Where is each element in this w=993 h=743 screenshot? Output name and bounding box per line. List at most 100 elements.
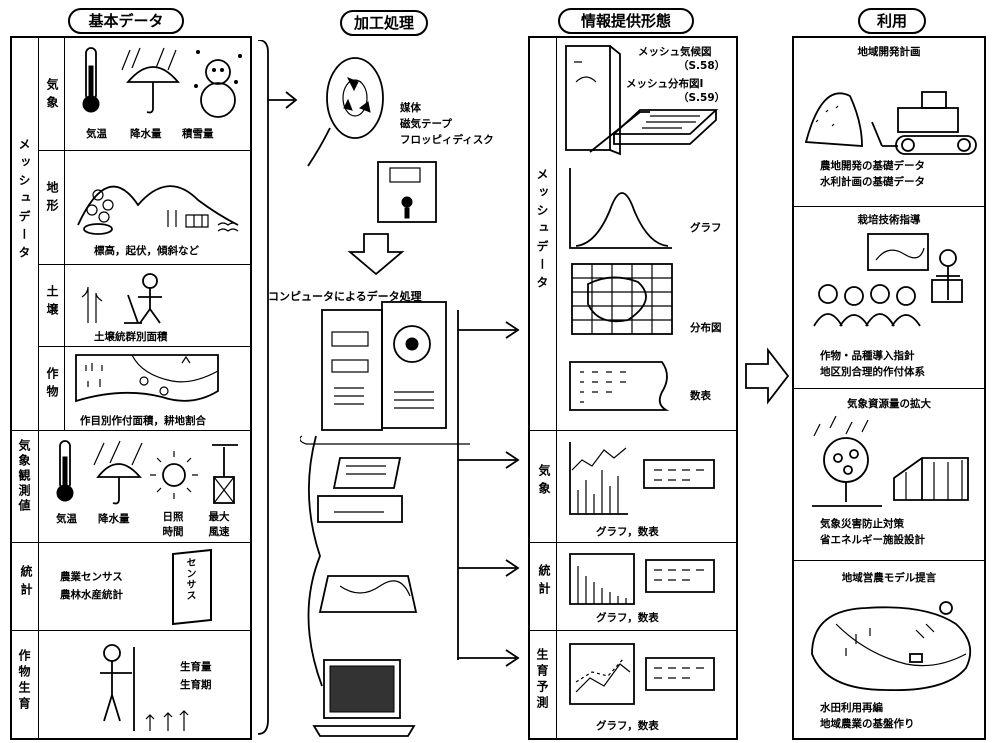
arrow-to-usage (744, 346, 790, 406)
tree-greenhouse-illustration (802, 416, 980, 512)
printer-icon (318, 458, 402, 522)
weather-graph-table (568, 440, 718, 516)
statistics-graph-table (568, 552, 718, 606)
usage-cultivation-title: 栽培技術指導 (794, 212, 984, 227)
usage-regional-farming-title: 地域営農モデル提言 (794, 570, 984, 585)
header-info-forms: 情報提供形態 (558, 8, 694, 34)
floppy-disk-icon (376, 160, 438, 226)
crop-growth-illustration (72, 641, 192, 735)
arrow-to-weather (458, 452, 518, 468)
usage-weather-res-line1: 気象災害防止対策 (820, 516, 904, 531)
basic-mesh-group: メッシュデータ (12, 38, 39, 430)
info-table-label: 数表 (690, 388, 711, 403)
header-usage: 利用 (858, 8, 926, 34)
weather-item-2: 積雪量 (182, 126, 214, 141)
header-basic-data: 基本データ (68, 8, 184, 34)
umbrella-icon (122, 48, 178, 113)
thermometer-icon (83, 48, 99, 112)
arrow-to-mesh (458, 322, 518, 338)
statistics-line2: 農林水産統計 (60, 587, 123, 602)
row-crop-category: 作物 (44, 367, 61, 403)
info-mesh-label: メッシュデータ (534, 168, 551, 294)
usage-weather-res-title: 気象資源量の拡大 (794, 396, 984, 411)
tape-reel-icon (300, 48, 400, 168)
bulldozer-illustration (802, 62, 978, 162)
arrow-to-processing (268, 92, 296, 108)
crop-map-illustration (72, 351, 222, 407)
row-soil: 土壌 土壌統群別面積 (38, 264, 250, 347)
wind-gauge-icon (212, 445, 238, 503)
weather-obs-item-1: 降水量 (98, 511, 130, 526)
weather-obs-item-2: 日照時間 (160, 509, 186, 539)
info-statistics-caption: グラフ，数表 (596, 610, 659, 625)
census-book-label: センサス (182, 556, 197, 602)
row-statistics: 統計 農業センサス 農林水産統計 センサス (12, 542, 250, 631)
crop-caption: 作目別作付面積，耕地割合 (80, 413, 206, 428)
weather-obs-item-0: 気温 (56, 511, 77, 526)
usage-cultivation-line2: 地区別合理的作付体系 (820, 364, 925, 379)
media-line2: 磁気テープ (400, 116, 452, 131)
basic-mesh-label: メッシュデータ (16, 138, 33, 264)
usage-regional-dev-line2: 水利計画の基礎データ (820, 174, 925, 189)
usage-regional-dev-line1: 農地開発の基礎データ (820, 158, 925, 173)
row-terrain-category: 地形 (44, 181, 61, 217)
monitor-icon (314, 660, 414, 736)
row-crop-growth-category: 作物生育 (16, 649, 33, 713)
regional-farm-map (806, 594, 978, 696)
info-statistics-category: 統計 (536, 564, 553, 600)
weather-illustration (68, 42, 248, 122)
classroom-illustration (808, 230, 978, 330)
mesh-weather-map: メッシュ気候図 (638, 44, 712, 59)
mesh-distribution-map-year: （S.59） (678, 90, 725, 105)
arrow-to-statistics (458, 560, 518, 576)
usage-cultivation-line1: 作物・品種導入指針 (820, 348, 915, 363)
mesh-distribution-map: メッシュ分布図Ⅰ (626, 76, 703, 91)
output-arrows (450, 300, 530, 680)
header-processing: 加工処理 (340, 10, 428, 36)
info-forms-panel: メッシュデータ メッシュ気候図 （S.58） メッシュ分布図Ⅰ （S.59） グ… (528, 36, 738, 740)
terrain-caption: 標高，起伏，傾斜など (94, 243, 199, 258)
row-weather-obs: 気象観測値 気温 降水量 日照時間 最大風速 (12, 430, 250, 543)
info-distribution-label: 分布図 (690, 320, 722, 335)
weather-item-1: 降水量 (130, 126, 162, 141)
usage-regional-farming-line2: 地域農業の基盤作り (820, 716, 915, 731)
row-soil-category: 土壌 (44, 285, 61, 321)
growth-graph-table (568, 642, 718, 708)
info-weather-category: 気象 (536, 464, 553, 500)
info-weather-caption: グラフ，数表 (596, 524, 659, 539)
terrain-illustration (68, 155, 248, 235)
media-line1: 媒体 (400, 100, 421, 115)
plotter-icon (320, 576, 416, 612)
open-book-icon (610, 104, 720, 154)
info-growth-category: 生育予測 (534, 648, 551, 712)
row-weather-obs-category: 気象観測値 (16, 439, 33, 514)
crop-growth-line2: 生育期 (180, 677, 212, 692)
basic-data-panel: メッシュデータ 気象 気温 降水量 積雪量 地形 標高，起伏，傾斜など 土壌 (10, 36, 252, 740)
row-terrain: 地形 標高，起伏，傾斜など (38, 150, 250, 265)
weather-item-0: 気温 (86, 126, 107, 141)
soil-caption: 土壌統群別面積 (94, 329, 168, 344)
media-line3: フロッピィディスク (400, 132, 494, 147)
row-statistics-category: 統計 (18, 565, 35, 601)
info-growth-caption: グラフ，数表 (596, 718, 659, 733)
weather-obs-item-3: 最大風速 (206, 509, 232, 539)
soil-illustration (68, 267, 188, 325)
row-crop: 作物 作目別作付面積，耕地割合 (38, 346, 250, 431)
statistics-line1: 農業センサス (60, 569, 123, 584)
usage-weather-res-line2: 省エネルギー施設設計 (820, 532, 925, 547)
info-graph-label: グラフ (690, 220, 722, 235)
row-crop-growth: 作物生育 生育量 生育期 (12, 630, 250, 739)
usage-panel: 地域開発計画 農地開発の基礎データ 水利計画の基礎データ 栽培技術指導 作物・品… (792, 36, 986, 740)
distribution-grid-map (568, 260, 678, 338)
snowman-icon (195, 51, 242, 118)
usage-regional-farming-line1: 水田利用再編 (820, 700, 883, 715)
row-weather-category: 気象 (44, 78, 61, 114)
umbrella-icon (94, 441, 142, 504)
usage-regional-dev-title: 地域開発計画 (794, 44, 984, 59)
weather-obs-illustration (46, 437, 242, 507)
census-book: センサス (172, 549, 212, 625)
thermometer-icon (57, 441, 73, 501)
mainframe-icon (300, 302, 470, 444)
data-table-icon (566, 356, 676, 412)
row-weather: 気象 気温 降水量 積雪量 (38, 38, 250, 150)
